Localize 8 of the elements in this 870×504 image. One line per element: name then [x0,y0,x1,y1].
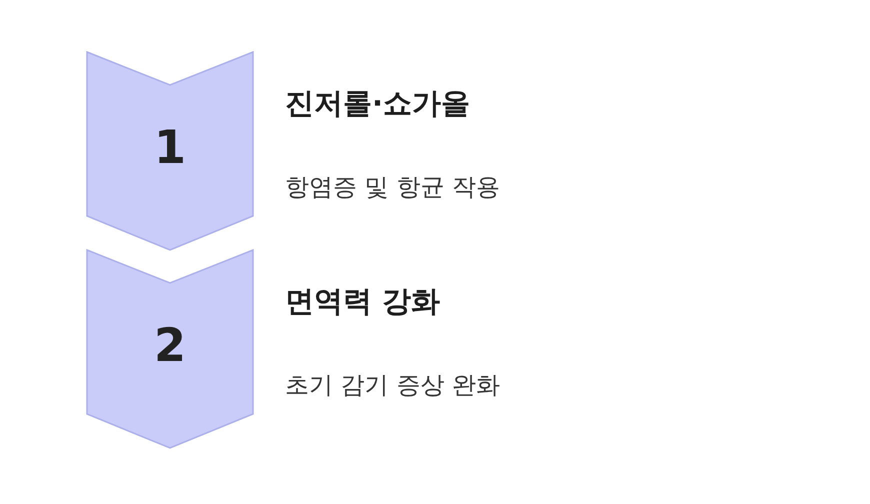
step-heading: 면역력 강화 [285,283,440,319]
step-description: 초기 감기 증상 완화 [285,370,500,401]
step-description: 항염증 및 항균 작용 [285,172,500,203]
step-number: 2 [152,317,187,373]
step-heading: 진저롤·쇼가올 [285,85,470,121]
chevron-box [86,51,254,251]
chevron-box [86,249,254,449]
step-number: 1 [152,119,187,175]
